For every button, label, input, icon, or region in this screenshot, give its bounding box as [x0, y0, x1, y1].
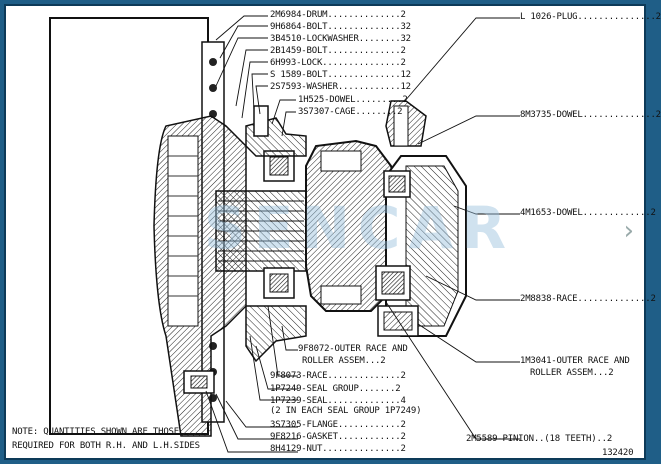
label-bolt-s1589: S 1589-BOLT..............12: [270, 70, 411, 80]
label-pinion: 2M5589-PINION..(18 TEETH)..2: [466, 434, 613, 444]
label-washer: 2S7593-WASHER............12: [270, 82, 411, 92]
label-outer-race-9f8072-cont: ROLLER ASSEM...2: [302, 356, 386, 366]
label-race-2m8838: 2M8838-RACE..............2: [520, 294, 656, 304]
note-line-1: NOTE: QUANTITIES SHOWN ARE THOSE: [12, 427, 179, 437]
diagram-frame: SENCAR 2M6984-DRUM..............2 9H6864…: [4, 4, 661, 460]
label-plug: L 1026-PLUG...............2: [520, 12, 661, 22]
figure-number: 132420: [602, 448, 634, 458]
label-flange: 3S7305-FLANGE............2: [270, 420, 406, 430]
label-cage: 3S7307-CAGE........2: [298, 107, 403, 117]
label-seal-note: (2 IN EACH SEAL GROUP 1P7249): [270, 406, 422, 416]
watermark-text: SENCAR: [204, 194, 515, 262]
chevron-right-icon[interactable]: ›: [623, 216, 634, 246]
label-seal-group: 1P7249-SEAL GROUP.......2: [270, 384, 401, 394]
label-outer-race-1m3041-cont: ROLLER ASSEM...2: [530, 368, 614, 378]
note-line-2: REQUIRED FOR BOTH R.H. AND L.H.SIDES: [12, 441, 200, 451]
label-dowel-1h525: 1H525-DOWEL.........2: [298, 95, 408, 105]
label-outer-race-1m3041: 1M3041-OUTER RACE AND: [520, 356, 630, 366]
label-dowel-4m1653: 4M1653-DOWEL.............2: [520, 208, 656, 218]
label-outer-race-9f8072: 9F8072-OUTER RACE AND: [298, 344, 408, 354]
label-drum: 2M6984-DRUM..............2: [270, 10, 406, 20]
label-lockwasher: 3B4510-LOCKWASHER........32: [270, 34, 411, 44]
label-bolt-2b1459: 2B1459-BOLT..............2: [270, 46, 406, 56]
label-dowel-8m3735: 8M3735-DOWEL..............2: [520, 110, 661, 120]
label-bolt-9h6864: 9H6864-BOLT..............32: [270, 22, 411, 32]
label-lock: 6H993-LOCK...............2: [270, 58, 406, 68]
label-race-9f8073: 9F8073-RACE..............2: [270, 371, 406, 381]
label-gasket: 9F8216-GASKET............2: [270, 432, 406, 442]
cross-section-drawing: [49, 15, 520, 453]
label-nut: 8H4129-NUT...............2: [270, 444, 406, 454]
label-seal: 1P7239-SEAL..............4: [270, 396, 406, 406]
